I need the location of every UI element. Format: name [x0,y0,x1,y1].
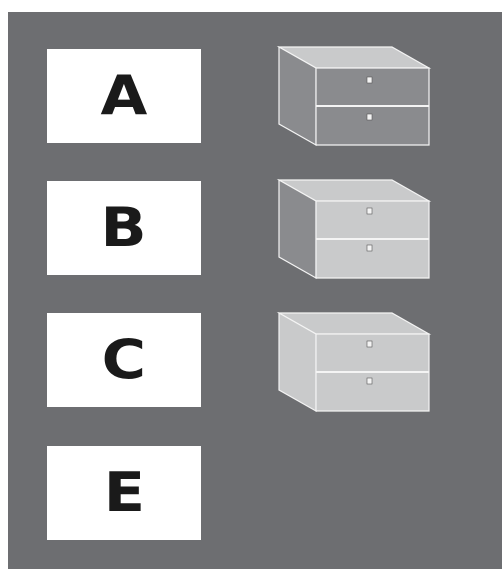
drawer-unit-a [276,44,434,148]
option-letter-c: C [102,333,146,387]
drawer-unit-b [276,177,434,281]
option-letter-e: E [103,466,144,520]
option-card-b[interactable]: B [47,181,201,275]
option-card-e[interactable]: E [47,446,201,540]
option-letter-a: A [101,69,148,123]
option-card-a[interactable]: A [47,49,201,143]
drawer-unit-c [276,310,434,414]
option-card-c[interactable]: C [47,313,201,407]
option-letter-b: B [101,201,147,255]
